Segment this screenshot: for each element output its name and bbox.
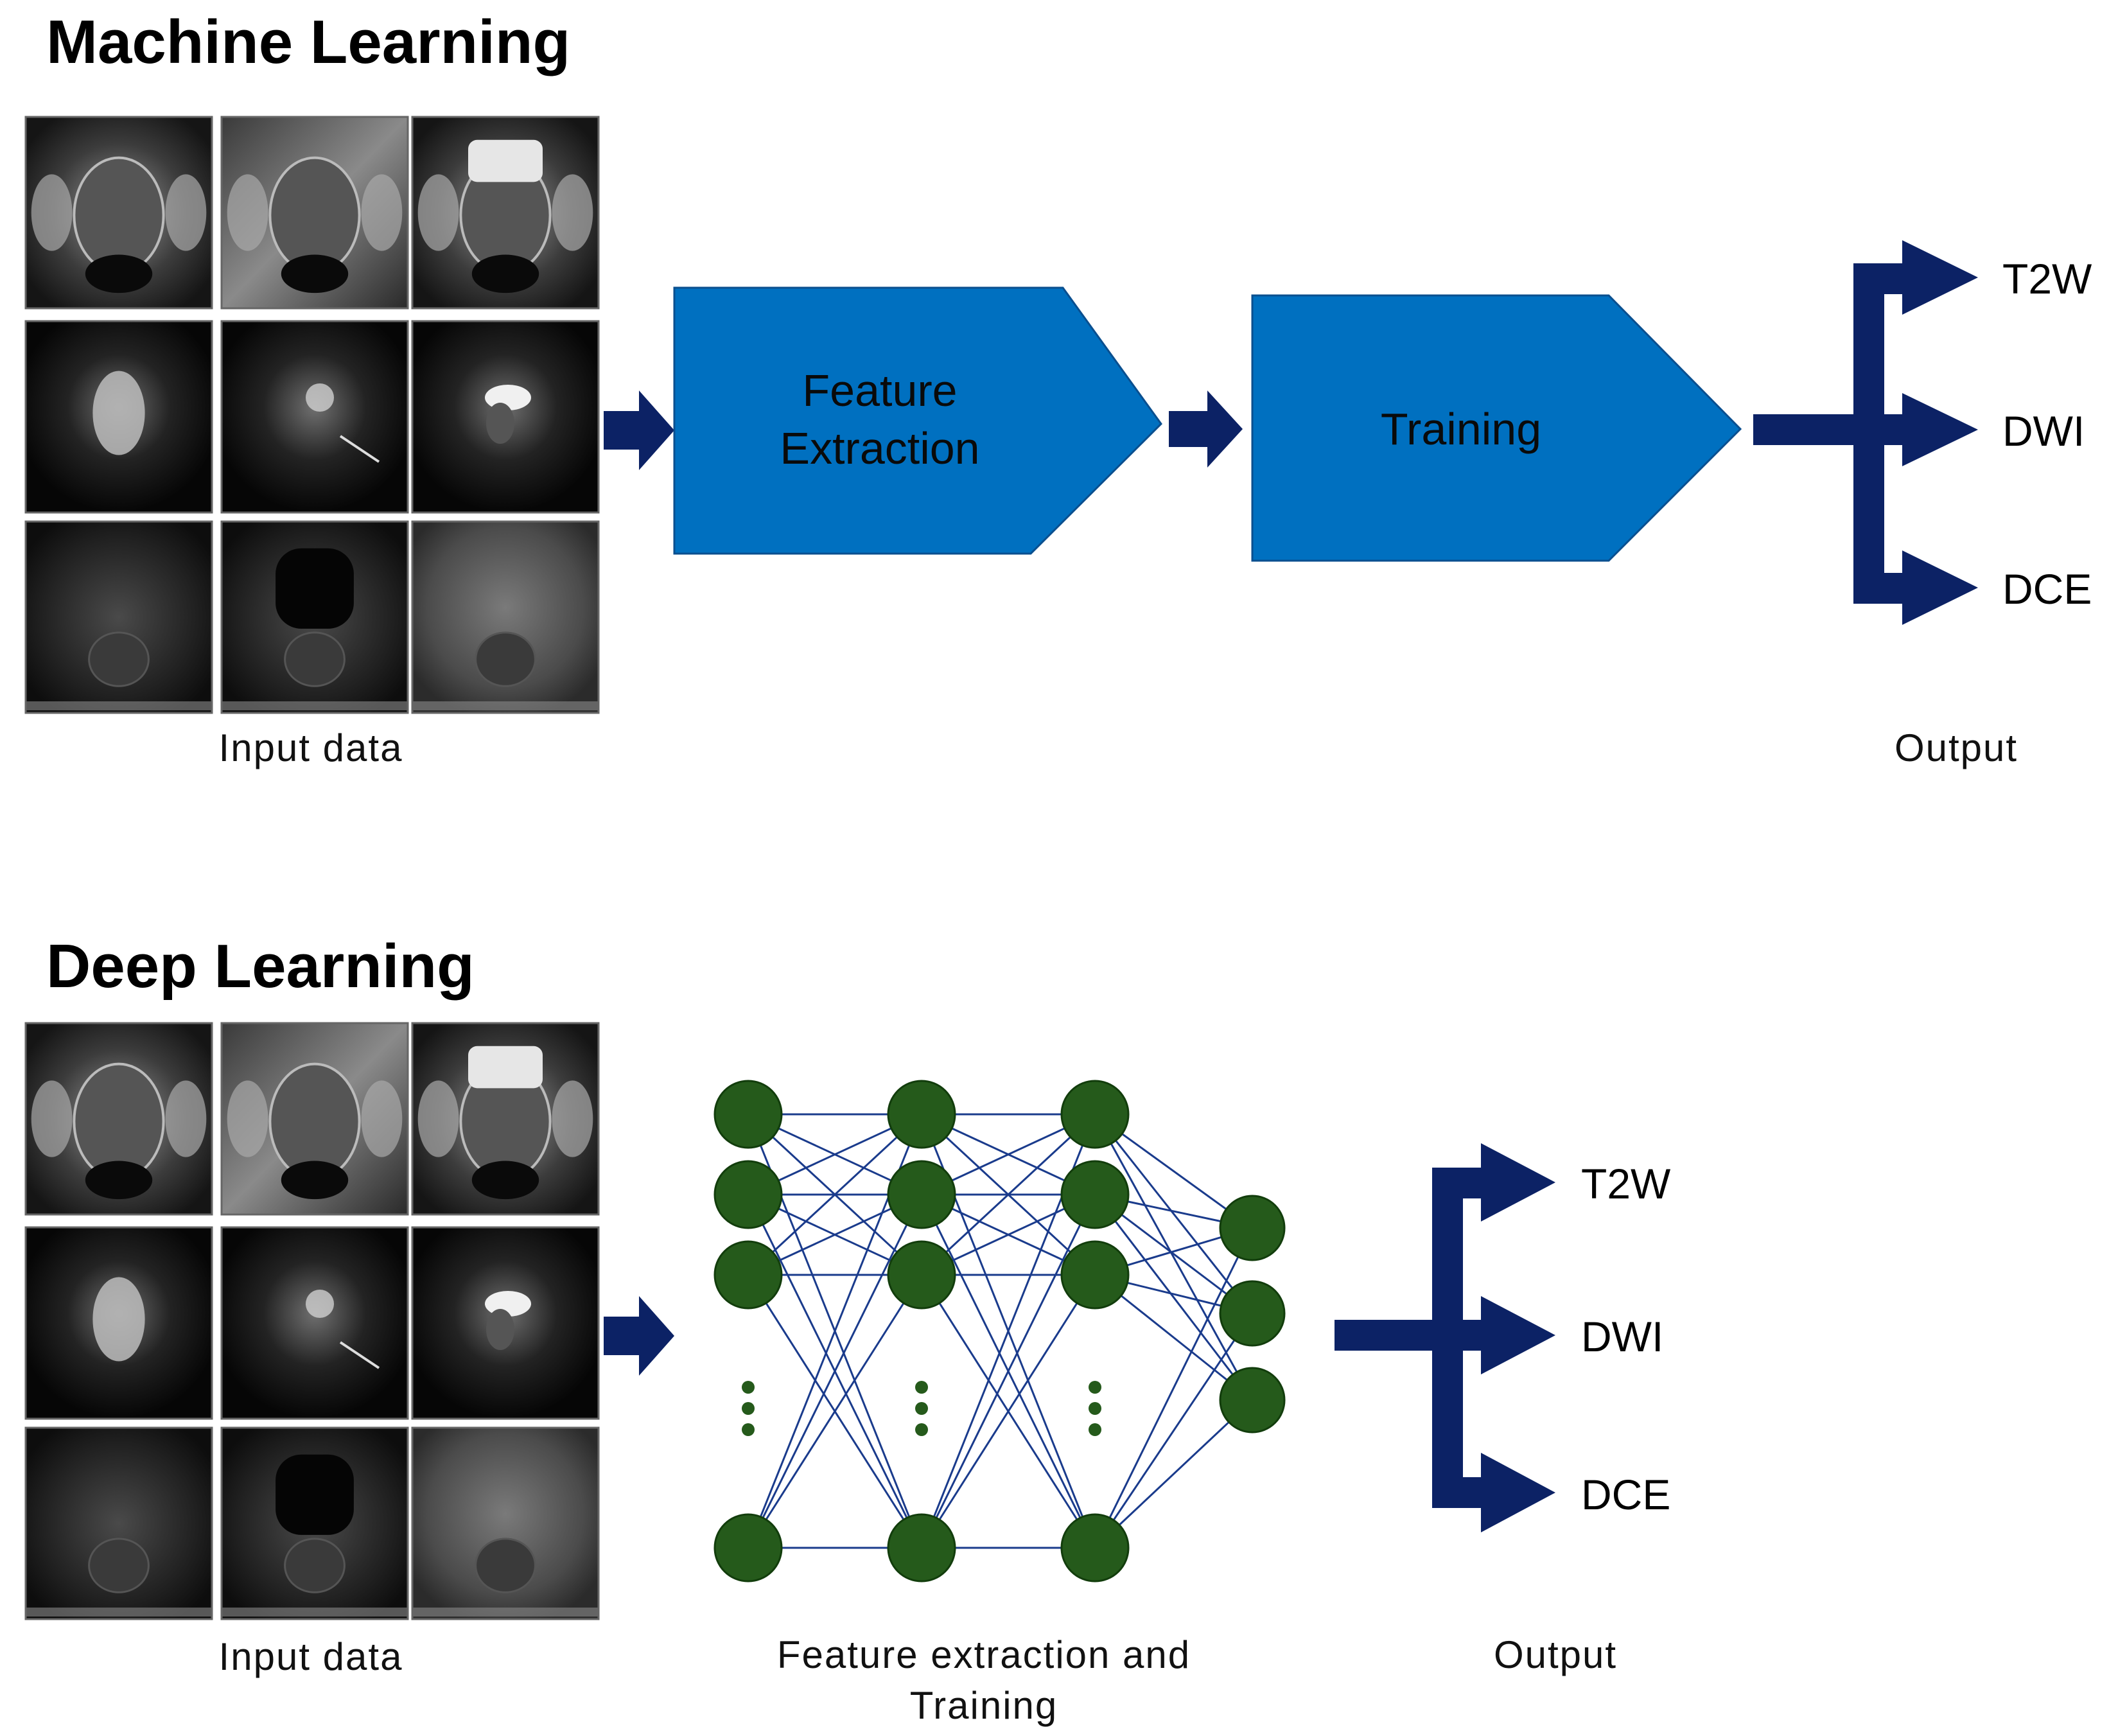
dl-output-caption: Output xyxy=(1494,1633,1617,1676)
layer-1-ellipsis-dot-2 xyxy=(742,1402,755,1415)
dl-output-t2w: T2W xyxy=(1581,1160,1671,1207)
dl-input-image-grid xyxy=(24,1022,600,1620)
ml-mri-dce-1 xyxy=(24,520,213,714)
layer-1-ellipsis-dot-1 xyxy=(742,1381,755,1394)
layer-1-neuron-4 xyxy=(713,1513,783,1583)
ml-arrow-middle xyxy=(1169,390,1243,468)
layer-1-neuron-1 xyxy=(713,1080,783,1149)
edge-l1-n4-to-l2-n2 xyxy=(747,1194,923,1548)
layer-3-ellipsis-dot-1 xyxy=(1089,1381,1101,1394)
ml-mri-t2w-2 xyxy=(220,116,409,310)
dl-mri-t2w-3 xyxy=(411,1022,600,1216)
dl-title: Deep Learning xyxy=(46,932,475,1001)
dl-mri-dwi-2 xyxy=(220,1226,409,1420)
layer-4-neuron-1 xyxy=(1219,1195,1286,1261)
layer-2-neuron-1 xyxy=(887,1080,956,1149)
dl-input-caption: Input data xyxy=(219,1635,403,1678)
dl-mri-t2w-2 xyxy=(220,1022,409,1216)
layer-3-ellipsis-dot-3 xyxy=(1089,1423,1101,1436)
layer-3-neuron-1 xyxy=(1060,1080,1130,1149)
edge-l3-n2-to-l4-n3 xyxy=(1094,1194,1254,1401)
layer-4-neuron-3 xyxy=(1219,1367,1286,1434)
dl-output-dwi: DWI xyxy=(1581,1313,1663,1360)
layer-3-neuron-3 xyxy=(1060,1240,1130,1310)
ml-mri-t2w-3 xyxy=(411,116,600,310)
layer-4-neuron-2 xyxy=(1219,1280,1286,1347)
network-connections xyxy=(747,1113,1254,1549)
dl-mri-dce-1 xyxy=(24,1426,213,1620)
layer-2-neuron-2 xyxy=(887,1160,956,1229)
dl-output-dce: DCE xyxy=(1581,1471,1670,1518)
dl-mri-dce-2 xyxy=(220,1426,409,1620)
layer-3-neuron-2 xyxy=(1060,1160,1130,1229)
ml-mri-t2w-1 xyxy=(24,116,213,310)
edge-l2-n4-to-l3-n2 xyxy=(920,1194,1096,1548)
ml-input-image-grid xyxy=(24,116,600,714)
ml-mri-dwi-1 xyxy=(24,320,213,514)
dl-network-caption-1: Feature extraction and xyxy=(777,1633,1191,1676)
dl-output-branch-arrows xyxy=(1335,1143,1555,1532)
ml-arrow-input xyxy=(604,390,674,470)
ml-mri-dwi-3 xyxy=(411,320,600,514)
layer-1-neuron-2 xyxy=(713,1160,783,1229)
dl-network-caption-2: Training xyxy=(910,1684,1058,1727)
training-step: Training xyxy=(1251,294,1742,562)
dl-mri-dwi-3 xyxy=(411,1226,600,1420)
ml-mri-dwi-2 xyxy=(220,320,409,514)
layer-2-ellipsis-dot-2 xyxy=(915,1402,928,1415)
edge-l3-n4-to-l4-n1 xyxy=(1094,1227,1254,1548)
layer-3-neuron-4 xyxy=(1060,1513,1130,1583)
ml-mri-dce-3 xyxy=(411,520,600,714)
ml-output-dce: DCE xyxy=(2002,565,2092,613)
training-label: Training xyxy=(1381,404,1541,454)
layer-1-ellipsis-dot-3 xyxy=(742,1423,755,1436)
edge-l2-n4-to-l3-n3 xyxy=(920,1274,1096,1548)
ml-output-t2w: T2W xyxy=(2002,255,2092,302)
layer-2-neuron-3 xyxy=(887,1240,956,1310)
layer-2-ellipsis-dot-3 xyxy=(915,1423,928,1436)
edge-l1-n4-to-l2-n3 xyxy=(747,1274,923,1548)
dl-arrow-input xyxy=(604,1296,674,1376)
layer-2-neuron-4 xyxy=(887,1513,956,1583)
feature-extraction-label-1: Feature xyxy=(802,365,957,416)
edge-l3-n4-to-l4-n3 xyxy=(1094,1399,1254,1549)
dl-mri-t2w-1 xyxy=(24,1022,213,1216)
neural-network xyxy=(713,1080,1286,1583)
ml-output-dwi: DWI xyxy=(2002,407,2085,455)
layer-3-ellipsis-dot-2 xyxy=(1089,1402,1101,1415)
edge-l1-n3-to-l2-n1 xyxy=(747,1113,923,1276)
layer-1-neuron-3 xyxy=(713,1240,783,1310)
ml-mri-dce-2 xyxy=(220,520,409,714)
ml-title: Machine Learning xyxy=(46,8,570,76)
dl-mri-dce-3 xyxy=(411,1426,600,1620)
feature-extraction-label-2: Extraction xyxy=(780,423,979,473)
feature-extraction-step: Feature Extraction xyxy=(673,286,1162,555)
edge-l2-n3-to-l3-n1 xyxy=(920,1113,1096,1276)
dl-mri-dwi-1 xyxy=(24,1226,213,1420)
ml-output-caption: Output xyxy=(1895,726,2018,769)
layer-2-ellipsis-dot-1 xyxy=(915,1381,928,1394)
ml-input-caption: Input data xyxy=(219,726,403,769)
edge-l3-n4-to-l4-n2 xyxy=(1094,1313,1254,1548)
ml-output-branch-arrows xyxy=(1753,240,1978,625)
